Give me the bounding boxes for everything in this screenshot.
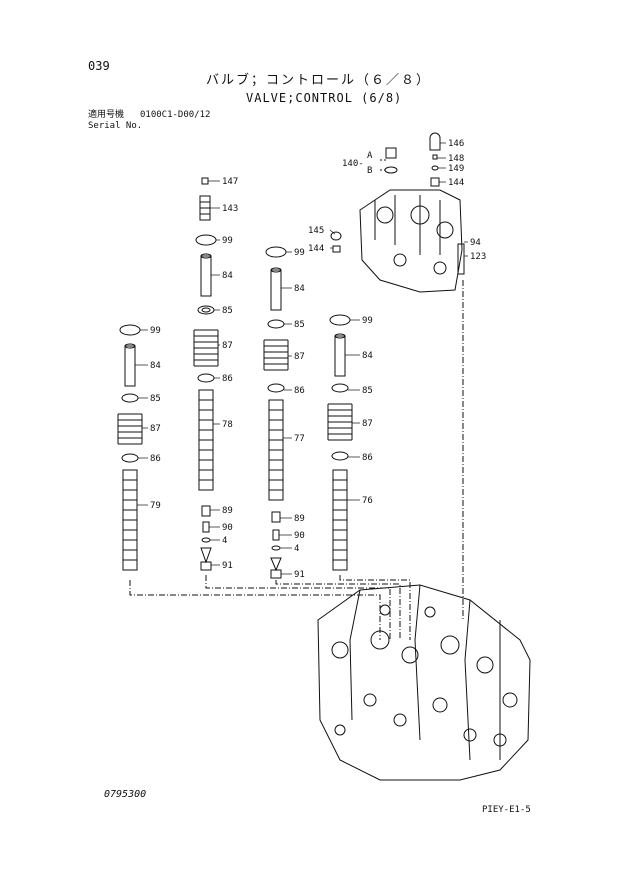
spool-assembly-76 <box>327 314 353 571</box>
callout-91: 91 <box>294 570 305 580</box>
callout-76: 76 <box>362 496 373 506</box>
callout-140: 140- <box>342 159 364 169</box>
assembly-guide-lines <box>129 280 464 640</box>
page-number: 039 <box>88 59 110 73</box>
callout-85: 85 <box>294 320 305 330</box>
control-valve-body <box>317 584 531 781</box>
callout-85: 85 <box>362 386 373 396</box>
callout-99: 99 <box>362 316 373 326</box>
callout-90: 90 <box>222 523 233 533</box>
callout-148: 148 <box>448 154 464 164</box>
callout-leaders <box>135 142 468 575</box>
page-code: PIEY-E1-5 <box>482 805 531 815</box>
callout-79: 79 <box>150 501 161 511</box>
callout-78: 78 <box>222 420 233 430</box>
callout-87: 87 <box>222 341 233 351</box>
callout-84: 84 <box>222 271 233 281</box>
callout-85: 85 <box>222 306 233 316</box>
spool-assembly-79 <box>117 324 143 571</box>
callout-87: 87 <box>150 424 161 434</box>
callout-84: 84 <box>362 351 373 361</box>
callout-86: 86 <box>294 386 305 396</box>
callout-86: 86 <box>222 374 233 384</box>
drawing-number: 0795300 <box>104 789 147 800</box>
callout-87: 87 <box>362 419 373 429</box>
title-japanese: バルブ；コントロール（６／８） <box>206 73 432 88</box>
spool-assembly-77 <box>263 246 289 579</box>
callout-4: 4 <box>294 544 299 554</box>
callout-149: 149 <box>448 164 464 174</box>
serial-label-japanese: 適用号機 <box>88 110 125 120</box>
callout-87: 87 <box>294 352 305 362</box>
callout-ref-a: A <box>367 151 373 161</box>
callout-99: 99 <box>222 236 233 246</box>
callout-89: 89 <box>222 506 233 516</box>
callout-147: 147 <box>222 177 238 187</box>
callout-86: 86 <box>150 454 161 464</box>
callout-84: 84 <box>150 361 161 371</box>
callout-144: 144 <box>448 178 464 188</box>
callout-123: 123 <box>470 252 486 262</box>
spool-assembly-78 <box>193 177 219 571</box>
title-english: VALVE;CONTROL (6/8) <box>246 91 403 105</box>
callout-94: 94 <box>470 238 481 248</box>
callout-91: 91 <box>222 561 233 571</box>
callout-144: 144 <box>308 244 324 254</box>
callout-89: 89 <box>294 514 305 524</box>
callout-4: 4 <box>222 536 227 546</box>
callout-84: 84 <box>294 284 305 294</box>
callout-99: 99 <box>150 326 161 336</box>
serial-label-english: Serial No. <box>88 121 143 131</box>
callout-99: 99 <box>294 248 305 258</box>
callout-85: 85 <box>150 394 161 404</box>
callout-90: 90 <box>294 531 305 541</box>
callout-86: 86 <box>362 453 373 463</box>
valve-cap-housing <box>330 132 465 293</box>
callout-77: 77 <box>294 434 305 444</box>
callout-146: 146 <box>448 139 464 149</box>
callout-145: 145 <box>308 226 324 236</box>
serial-code: 0100C1-D00/12 <box>140 110 211 120</box>
callout-ref-b: B <box>367 166 372 176</box>
callout-143: 143 <box>222 204 238 214</box>
